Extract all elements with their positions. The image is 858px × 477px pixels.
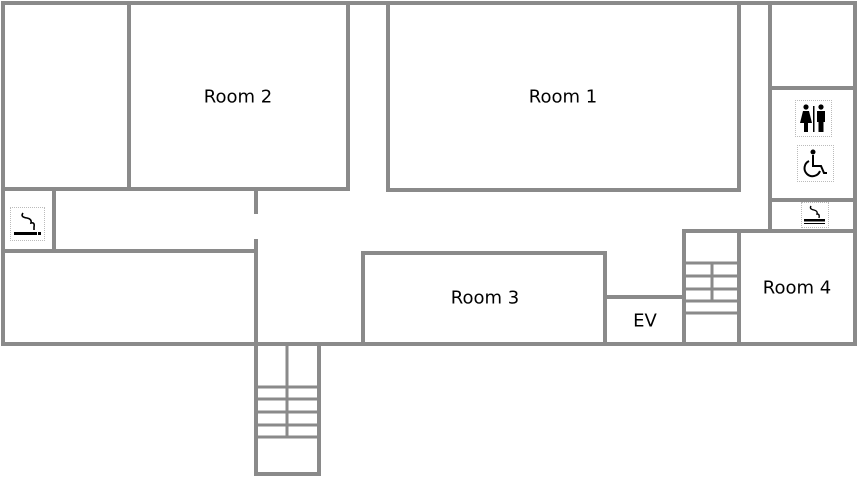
wheelchair-icon [797,145,834,182]
smoking-area-icon [10,207,45,241]
room-1-label: Room 1 [528,86,598,108]
elevator-label: EV [633,310,657,332]
smoking-area-icon [801,202,829,228]
room-2-label: Room 2 [203,86,273,108]
room-3-label: Room 3 [450,287,520,309]
restroom-icon [795,100,832,137]
room-4-label: Room 4 [762,277,832,299]
